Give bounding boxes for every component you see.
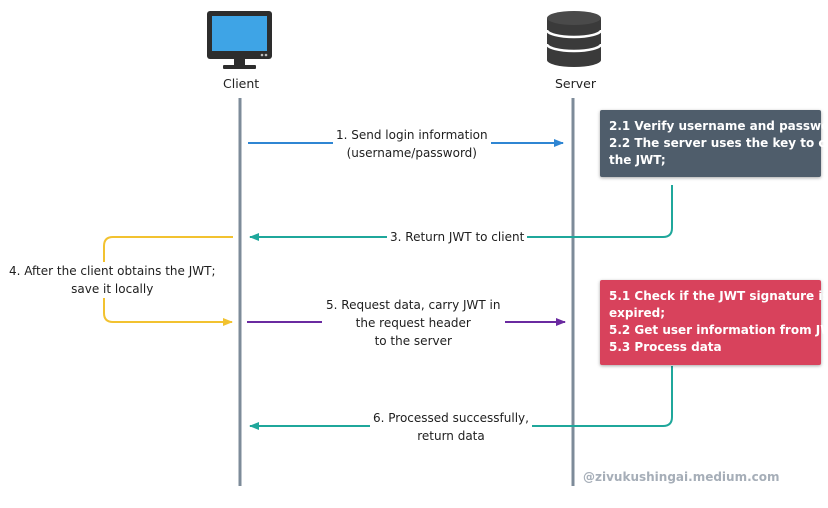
- step1-label-line2: (username/password): [346, 146, 477, 160]
- step5-label-line1: 5. Request data, carry JWT in: [326, 298, 501, 312]
- check-note-line2: expired;: [609, 306, 666, 320]
- verify-note-line2: 2.2 The server uses the key to create: [609, 136, 828, 150]
- step6-label-line2: return data: [417, 429, 485, 443]
- step3-label: 3. Return JWT to client: [387, 228, 528, 246]
- verify-note: 2.1 Verify username and password; 2.2 Th…: [600, 110, 828, 177]
- step1-label: 1. Send login information (username/pass…: [333, 126, 491, 162]
- client-label: Client: [223, 76, 260, 91]
- check-note-line3: 5.2 Get user information from JWT;: [609, 323, 828, 337]
- step6-arrow: [249, 366, 673, 430]
- step5-label-line2: the request header: [355, 316, 471, 330]
- step4-label: 4. After the client obtains the JWT; sav…: [6, 262, 219, 298]
- step6-label-line1: 6. Processed successfully,: [373, 411, 529, 425]
- check-note-line4: 5.3 Process data: [609, 340, 722, 354]
- check-note-line1: 5.1 Check if the JWT signature is: [609, 289, 828, 303]
- database-icon: [545, 11, 603, 67]
- check-note: 5.1 Check if the JWT signature is expire…: [600, 280, 828, 365]
- verify-note-line1: 2.1 Verify username and password;: [609, 119, 828, 133]
- server-label: Server: [555, 76, 596, 91]
- step4-label-line1: 4. After the client obtains the JWT;: [9, 264, 216, 278]
- step3-arrow: [249, 185, 673, 241]
- verify-note-line3: the JWT;: [609, 153, 666, 167]
- step5-label-line3: to the server: [374, 334, 452, 348]
- step6-label: 6. Processed successfully, return data: [370, 409, 532, 445]
- step1-label-line1: 1. Send login information: [336, 128, 488, 142]
- watermark: @zivukushingai.medium.com: [583, 470, 780, 484]
- step5-label: 5. Request data, carry JWT in the reques…: [322, 296, 505, 350]
- monitor-icon: [207, 11, 272, 69]
- step4-label-line2: save it locally: [71, 282, 154, 296]
